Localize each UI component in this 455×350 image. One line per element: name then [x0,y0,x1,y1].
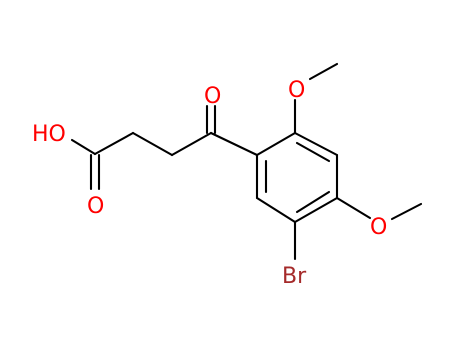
atom-label-oh: HO [32,122,66,147]
atom-label-acid-carbonyl-o: O [87,194,104,219]
bond-ch2-ch2 [131,131,174,157]
atom-label-methoxy-o-top: O [288,78,305,103]
bond-cooh-ch2 [93,131,135,156]
ring-bond-2 [293,131,339,157]
bond-o-ch3-right [390,202,423,221]
atom-label-methoxy-o-right: O [370,215,387,240]
bonds [70,62,423,261]
bond-ketone-ring [209,131,259,157]
ring-bond-5 [255,196,297,224]
ring-bond-1 [255,131,297,157]
ring-bond-4 [293,196,339,224]
bond-oh-c [70,138,97,156]
atom-label-bromine: Br [282,264,307,289]
atom-labels: HO O O O O Br [32,78,387,289]
atom-label-ketone-o: O [204,84,221,109]
ring-double-inner-1 [295,141,331,163]
bond-ch2-ketone [170,131,213,157]
bond-o-ch3-top [308,62,339,81]
bond-ring-o-right [335,196,372,220]
ring-double-inner-2 [295,190,331,214]
